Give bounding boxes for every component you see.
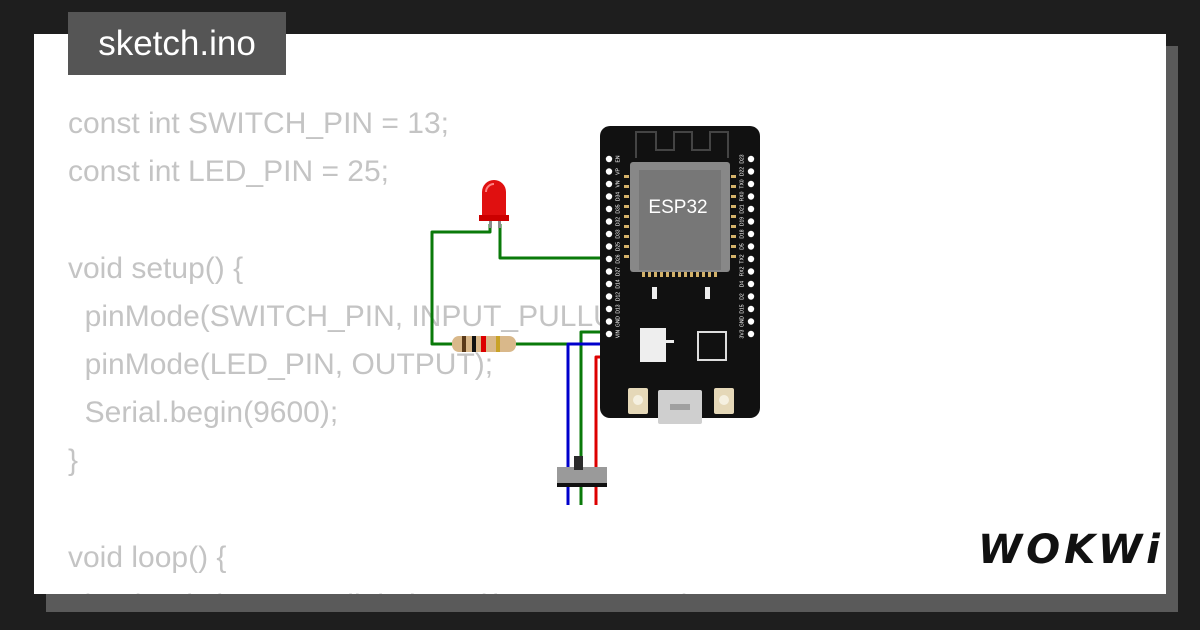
pin-tx2[interactable] xyxy=(747,255,755,263)
wire-switch-d13 xyxy=(579,330,609,505)
pin-tx0[interactable] xyxy=(747,180,755,188)
code-line: } xyxy=(68,444,79,478)
pin-vn[interactable] xyxy=(605,180,613,188)
pin-label: RX2 xyxy=(739,266,745,276)
pin-label: D2 xyxy=(739,293,745,300)
pin-d33[interactable] xyxy=(605,230,613,238)
code-line: Serial.begin(9600); xyxy=(68,396,339,430)
pin-label: D13 xyxy=(615,304,621,313)
pin-label: D32 xyxy=(615,217,621,226)
pin-d19[interactable] xyxy=(747,218,755,225)
pin-label: D14 xyxy=(615,279,621,288)
pin-rx0[interactable] xyxy=(747,193,755,200)
pin-d22[interactable] xyxy=(747,168,755,175)
pin-d4[interactable] xyxy=(747,280,755,288)
pin-label: D23 xyxy=(739,154,745,163)
pin-label: TX2 xyxy=(739,254,745,263)
wire-led-cathode xyxy=(430,224,492,346)
pin-label: 3V3 xyxy=(739,329,745,338)
pin-label: D18 xyxy=(739,229,745,238)
code-line: pinMode(LED_PIN, OUTPUT); xyxy=(68,347,494,381)
pin-label: D27 xyxy=(615,267,621,276)
file-tab[interactable]: sketch.ino xyxy=(68,12,286,75)
pin-d13[interactable] xyxy=(605,305,613,313)
pin-label: D5 xyxy=(739,243,745,250)
pin-d15[interactable] xyxy=(747,305,755,313)
pin-d2[interactable] xyxy=(747,293,755,300)
code-line: const int SWITCH_PIN = 13; xyxy=(68,107,449,140)
pin-label: VP xyxy=(615,168,621,175)
pin-d26[interactable] xyxy=(605,255,613,263)
pin-d32[interactable] xyxy=(605,218,613,225)
wokwi-logo: WOKWi xyxy=(978,527,1164,573)
code-line: void loop() { xyxy=(68,540,227,574)
pin-label: D33 xyxy=(615,229,621,238)
pin-vin[interactable] xyxy=(605,330,613,338)
pin-d5[interactable] xyxy=(747,243,755,250)
pin-label: D21 xyxy=(739,204,745,213)
pin-d34[interactable] xyxy=(605,193,613,200)
pin-label: VIN xyxy=(615,329,621,338)
pin-label: D35 xyxy=(615,204,621,213)
pin-label: GND xyxy=(739,316,745,328)
pin-label: D22 xyxy=(739,167,745,176)
pin-rx2[interactable] xyxy=(747,268,755,275)
pin-d27[interactable] xyxy=(605,268,613,275)
pin-d25[interactable] xyxy=(605,243,613,250)
pin-label: TX0 xyxy=(739,179,745,188)
pin-label: D26 xyxy=(615,254,621,263)
pin-vp[interactable] xyxy=(605,168,613,175)
code-line: void setup() { xyxy=(68,251,244,285)
pin-d18[interactable] xyxy=(747,230,755,238)
code-line: const int LED_PIN = 25; xyxy=(68,155,390,189)
pin-gnd[interactable] xyxy=(747,318,755,325)
pin-d23[interactable] xyxy=(747,155,755,163)
wire-switch-gnd xyxy=(566,342,609,505)
pin-label: D4 xyxy=(739,281,745,288)
slide-switch[interactable] xyxy=(557,456,607,487)
esp32-board[interactable]: ESP32 xyxy=(600,126,760,424)
pin-label: D25 xyxy=(615,242,621,251)
pin-label: D34 xyxy=(615,192,621,201)
wire-led-anode xyxy=(498,224,609,260)
pin-d12[interactable] xyxy=(605,293,613,300)
pin-gnd[interactable] xyxy=(605,318,613,325)
pin-label: EN xyxy=(615,155,621,162)
pin-en[interactable] xyxy=(605,155,613,163)
led-red[interactable] xyxy=(479,180,509,228)
pin-label: RX0 xyxy=(739,191,745,201)
pin-label: D12 xyxy=(615,292,621,301)
board-label: ESP32 xyxy=(648,197,707,218)
pin-d14[interactable] xyxy=(605,280,613,288)
resistor[interactable] xyxy=(452,336,516,352)
pin-label: VN xyxy=(615,180,621,187)
pin-d21[interactable] xyxy=(747,205,755,213)
pin-label: GND xyxy=(615,316,621,328)
pin-3v3[interactable] xyxy=(747,330,755,338)
code-line: bool switchState = digitalRead(SWITCH_PI… xyxy=(68,582,701,594)
pin-d35[interactable] xyxy=(605,205,613,213)
pin-label: D19 xyxy=(739,217,745,226)
pin-label: D15 xyxy=(739,304,745,313)
